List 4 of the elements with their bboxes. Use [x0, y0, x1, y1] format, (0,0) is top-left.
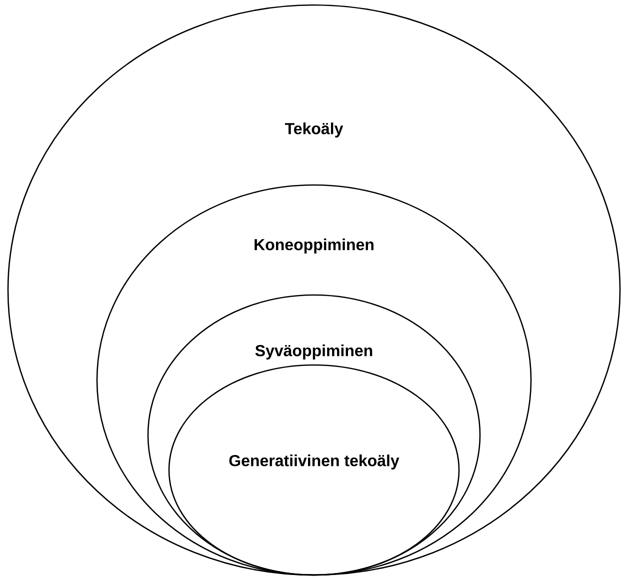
label: Tekoäly	[284, 122, 344, 138]
label: Generatiivinen tekoäly	[229, 454, 400, 470]
label: Syväoppiminen	[255, 344, 372, 360]
label: Koneoppiminen	[254, 238, 374, 254]
